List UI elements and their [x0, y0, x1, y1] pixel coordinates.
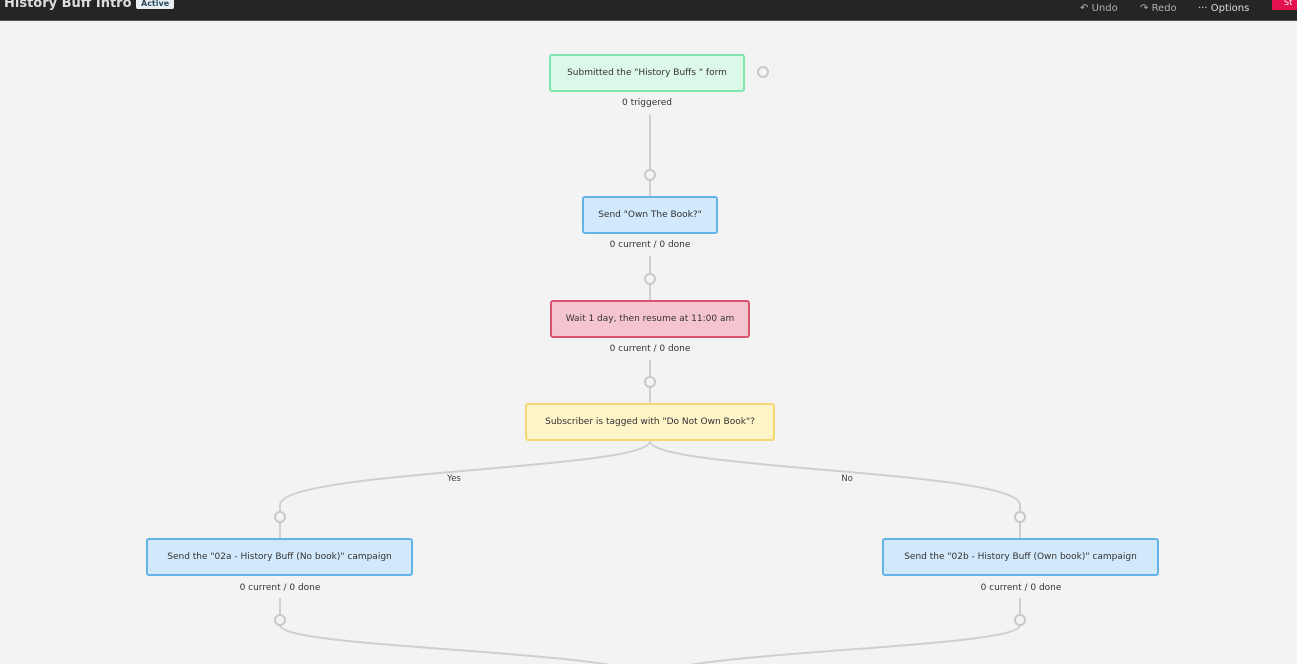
add-step-handle[interactable] — [274, 614, 286, 626]
yes-branch-label: Yes — [443, 474, 465, 484]
status-badge: Active — [136, 0, 175, 9]
condition-node[interactable]: Subscriber is tagged with "Do Not Own Bo… — [525, 403, 775, 441]
send-email-stat: 0 current / 0 done — [609, 240, 691, 250]
top-bar: History Buff Intro Active ↶ Undo ↷ Redo … — [0, 0, 1297, 21]
add-step-handle[interactable] — [274, 511, 286, 523]
options-label: Options — [1210, 3, 1250, 14]
trigger-stat: 0 triggered — [621, 98, 673, 108]
undo-label: Undo — [1091, 3, 1118, 14]
wait-stat: 0 current / 0 done — [609, 344, 691, 354]
send-campaign-02b-stat: 0 current / 0 done — [980, 583, 1062, 593]
automation-title: History Buff Intro — [4, 0, 132, 11]
add-step-handle[interactable] — [757, 66, 769, 78]
send-campaign-02a-node[interactable]: Send the "02a - History Buff (No book)" … — [146, 538, 413, 576]
add-step-handle[interactable] — [644, 273, 656, 285]
add-step-handle[interactable] — [1014, 614, 1026, 626]
add-step-handle[interactable] — [644, 169, 656, 181]
no-branch-label: No — [837, 474, 857, 484]
undo-button[interactable]: ↶ Undo — [1080, 3, 1118, 14]
send-campaign-02a-stat: 0 current / 0 done — [239, 583, 321, 593]
add-step-handle[interactable] — [1014, 511, 1026, 523]
send-campaign-02b-node[interactable]: Send the "02b - History Buff (Own book)"… — [882, 538, 1159, 576]
trigger-node[interactable]: Submitted the "History Buffs " form — [549, 54, 745, 92]
wait-node[interactable]: Wait 1 day, then resume at 11:00 am — [550, 300, 750, 338]
options-button[interactable]: ··· Options — [1198, 3, 1250, 14]
redo-label: Redo — [1151, 3, 1177, 14]
add-step-handle[interactable] — [644, 376, 656, 388]
send-email-node[interactable]: Send "Own The Book?" — [582, 196, 718, 234]
redo-button[interactable]: ↷ Redo — [1140, 3, 1177, 14]
start-button[interactable]: St — [1272, 0, 1297, 10]
